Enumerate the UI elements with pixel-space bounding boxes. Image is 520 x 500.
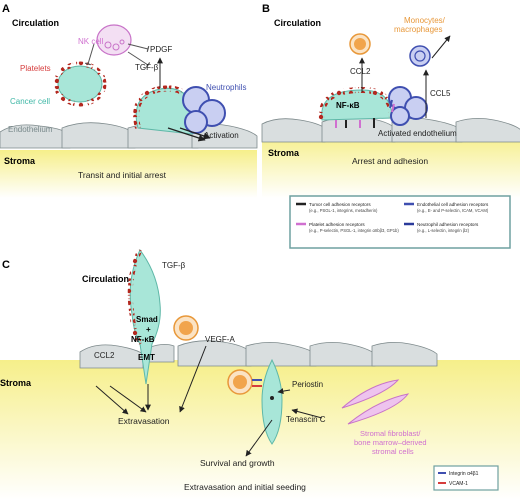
tgf-beta-label: TGF-β — [162, 261, 186, 270]
legend-tumor-line1: Tumor cell adhesion receptors — [309, 202, 371, 207]
smad-label: Smad — [136, 315, 158, 324]
ccl5-label: CCL5 — [430, 89, 451, 98]
activation-label: Activation — [204, 131, 239, 140]
ccl2-label: CCL2 — [94, 351, 115, 360]
stroma-region — [0, 150, 257, 198]
integrin-legend: Integrin α4β1 VCAM-1 — [433, 465, 499, 491]
legend-neutrophil-line1: Neutrophil adhesion receptors — [417, 222, 479, 227]
adhesion-receptors — [335, 99, 395, 128]
tgf-beta-label: TGF-β — [135, 63, 159, 72]
legend-neutrophil-line2: (e.g., L-selectin, integrin β2) — [417, 228, 470, 233]
panel-caption: Transit and initial arrest — [78, 170, 167, 180]
survival-label: Survival and growth — [200, 458, 275, 468]
region-label-circulation: Circulation — [274, 18, 321, 28]
legend-endothelial-line2: (e.g., E- and P-selectin, ICAM, VCAM) — [417, 208, 489, 213]
panel-c: C Circulation TGF-β Smad + NF-κB EMT CCL… — [0, 248, 520, 500]
panel-letter: C — [2, 259, 10, 271]
macrophage — [173, 315, 199, 341]
neutrophil-cluster — [182, 86, 226, 134]
monocytes-label-line1: Monocytes/ — [404, 16, 446, 25]
neutrophils-label: Neutrophils — [206, 83, 246, 92]
panel-a: A Circulation NK cell Platelets Cancer c… — [0, 3, 258, 198]
nk-cell-label: NK cell — [78, 37, 104, 46]
legend-platelet-line2: (e.g., P-selectin, PSGL-1, integrin αIIb… — [309, 228, 399, 233]
legend-vcam: VCAM-1 — [449, 481, 468, 487]
nfkb-label: NF-κB — [336, 101, 360, 110]
region-label-circulation: Circulation — [12, 18, 59, 28]
neutrophil — [409, 45, 431, 67]
panel-letter: B — [262, 3, 270, 15]
platelets-label: Platelets — [20, 64, 51, 73]
stroma-region — [262, 134, 520, 198]
region-label-circulation: Circulation — [82, 274, 129, 284]
endothelium-layer — [261, 116, 520, 143]
extravasating-cancer-cell — [127, 248, 161, 385]
circulating-cancer-cell — [53, 61, 107, 107]
pdgf-label: PDGF — [150, 45, 172, 54]
panel-letter: A — [2, 3, 10, 15]
stromal-macrophage — [227, 369, 262, 395]
monocytes-label-line2: macrophages — [394, 25, 442, 34]
cancer-cell-label: Cancer cell — [10, 97, 50, 106]
receptor-legend: Tumor cell adhesion receptors (e.g., PSG… — [289, 195, 511, 249]
fibroblast-label-line1: Stromal fibroblast/ — [360, 429, 421, 438]
nk-cell — [96, 24, 132, 56]
region-label-stroma: Stroma — [268, 148, 300, 158]
stroma-region — [0, 360, 520, 500]
endothelium-layer — [0, 122, 258, 149]
legend-tumor-line2: (e.g., PSGL-1, integrins, metadherin) — [309, 208, 378, 213]
legend-platelet-line1: Platelet adhesion receptors — [309, 222, 365, 227]
legend-endothelial-line1: Endothelial cell adhesion receptors — [417, 202, 489, 207]
panel-caption: Extravasation and initial seeding — [184, 482, 306, 492]
tenascin-label: Tenascin C — [286, 415, 326, 424]
fibroblast-label-line2: bone marrow–derived — [354, 438, 427, 447]
fibroblast-label-line3: stromal cells — [372, 447, 414, 456]
endothelium-layer — [79, 340, 438, 369]
neutrophil-cluster — [388, 86, 428, 126]
activated-endothelium-label: Activated endothelium — [378, 129, 457, 138]
emt-label: EMT — [138, 353, 155, 362]
vegfa-label: VEGF-A — [205, 335, 235, 344]
legend-integrin: Integrin α4β1 — [449, 471, 479, 477]
endothelium-label: Endothelium — [8, 125, 53, 134]
extravasation-label: Extravasation — [118, 416, 170, 426]
panel-b: B Circulation Monocytes/ macrophages CCL… — [261, 3, 520, 249]
monocyte — [349, 33, 371, 55]
plus-label: + — [146, 325, 151, 334]
stromal-fibroblasts — [341, 379, 410, 425]
panel-caption: Arrest and adhesion — [352, 156, 428, 166]
nfkb-label: NF-κB — [131, 335, 155, 344]
periostin-label: Periostin — [292, 380, 323, 389]
ccl2-label: CCL2 — [350, 67, 371, 76]
region-label-stroma: Stroma — [0, 378, 32, 388]
region-label-stroma: Stroma — [4, 156, 36, 166]
